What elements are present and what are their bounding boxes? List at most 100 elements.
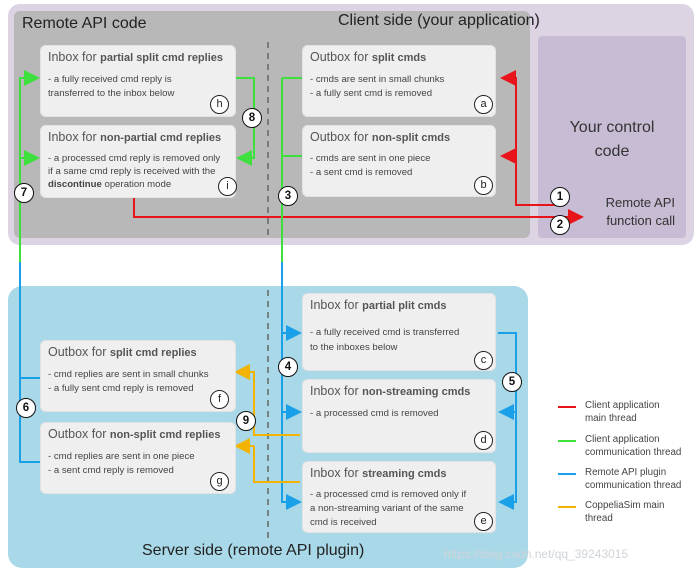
bullet-1: - cmd replies are sent in small chunks — [48, 369, 209, 380]
bullet-1: - cmd replies are sent in one piece — [48, 451, 195, 462]
blue-line-to-inbox-e — [281, 262, 302, 510]
box-title: Outbox for split cmd replies — [48, 345, 197, 359]
box-title-bold: split cmd replies — [109, 347, 197, 359]
bullet-3: discontinue operation mode — [48, 178, 171, 191]
step-3-marker: 3 — [278, 186, 298, 206]
step-6-marker: 6 — [16, 398, 36, 418]
bullet-1: - a processed cmd is removed only if — [310, 489, 467, 500]
server-side-title: Server side (remote API plugin) — [142, 542, 365, 559]
outbox-non-split-cmds: Outbox for non-split cmds - cmds are sen… — [302, 125, 496, 197]
call-line2: function call — [606, 213, 675, 228]
box-title-bold: partial split cmd replies — [100, 52, 223, 64]
red-line-to-outbox-a — [500, 70, 560, 206]
tag-b: b — [474, 176, 493, 195]
step-1-marker: 1 — [550, 187, 570, 207]
bullet-1: - a processed cmd is removed — [310, 408, 439, 419]
bullet-3-bold: discontinue — [48, 179, 102, 190]
tag-e: e — [474, 512, 493, 531]
bullet-2: a non-streaming variant of the same — [310, 503, 464, 514]
outbox-split-cmd-replies: Outbox for split cmd replies - cmd repli… — [40, 340, 236, 412]
box-title: Outbox for non-split cmds — [310, 130, 450, 144]
control-code-title-line1: Your control — [569, 119, 655, 136]
box-title-prefix: Outbox for — [48, 427, 110, 441]
box-title: Inbox for partial plit cmds — [310, 298, 446, 312]
box-title-bold: streaming cmds — [362, 468, 447, 480]
step-2-marker: 2 — [550, 215, 570, 235]
remote-api-function-call-label: Remote API function call — [575, 194, 675, 230]
step-8-marker: 8 — [242, 108, 262, 128]
bullet-1: - a fully received cmd is transferred — [310, 327, 460, 338]
step-7-marker: 7 — [14, 183, 34, 203]
legend-swatch-red — [558, 406, 576, 408]
box-title: Inbox for non-streaming cmds — [310, 384, 470, 398]
box-title: Outbox for non-split cmd replies — [48, 427, 220, 441]
blue-line-outboxes-left — [19, 377, 40, 463]
legend-line2: thread — [585, 513, 613, 524]
box-title-bold: non-streaming cmds — [362, 386, 471, 398]
blue-line-c-to-e — [498, 332, 517, 510]
control-code-title-line2: code — [594, 143, 630, 160]
box-title-bold: non-partial cmd replies — [100, 132, 222, 144]
box-title-prefix: Outbox for — [48, 345, 110, 359]
yellow-line-to-outbox-f — [234, 364, 300, 436]
bullet-1: - cmds are sent in small chunks — [310, 74, 445, 85]
legend-line2: communication thread — [585, 480, 682, 491]
watermark: https://blog.csdn.net/qq_39243015 — [444, 547, 629, 561]
bullet-2: - a sent cmd is removed — [310, 167, 413, 178]
tag-d: d — [474, 431, 493, 450]
box-title: Outbox for split cmds — [310, 50, 426, 64]
inbox-partial-split-cmds: Inbox for partial plit cmds - a fully re… — [302, 293, 496, 371]
tag-g: g — [210, 472, 229, 491]
tag-c: c — [474, 351, 493, 370]
bullet-2: transferred to the inbox below — [48, 88, 175, 99]
inbox-streaming-cmds: Inbox for streaming cmds - a processed c… — [302, 461, 496, 533]
legend-line1: CoppeliaSim main — [585, 500, 665, 511]
legend-item-green: Client application communication thread — [585, 433, 681, 459]
legend-swatch-green — [558, 440, 576, 442]
call-line1: Remote API — [605, 195, 675, 210]
outbox-split-cmds: Outbox for split cmds - cmds are sent in… — [302, 45, 496, 117]
box-title-bold: partial plit cmds — [362, 300, 447, 312]
client-side-title: Client side (your application) — [338, 12, 540, 29]
inbox-non-streaming-cmds: Inbox for non-streaming cmds - a process… — [302, 379, 496, 453]
bullet-2: - a fully sent cmd is removed — [310, 88, 433, 99]
control-code-title: Your control code — [538, 116, 686, 164]
box-title-bold: non-split cmds — [371, 132, 451, 144]
box-title: Inbox for non-partial cmd replies — [48, 130, 221, 144]
legend-line1: Remote API plugin — [585, 467, 667, 478]
legend-line2: communication thread — [585, 447, 682, 458]
bullet-1: - a processed cmd reply is removed only — [48, 153, 221, 164]
red-line-inbox-to-call — [133, 198, 584, 225]
box-title-bold: split cmds — [371, 52, 427, 64]
bullet-2: - a sent cmd reply is removed — [48, 465, 174, 476]
tag-a: a — [474, 95, 493, 114]
box-title-prefix: Inbox for — [48, 50, 101, 64]
legend-swatch-blue — [558, 473, 576, 475]
box-title-prefix: Inbox for — [310, 466, 363, 480]
tag-i: i — [218, 177, 237, 196]
green-line-to-inbox-h — [19, 70, 40, 265]
legend-item-blue: Remote API plugin communication thread — [585, 466, 681, 492]
box-title: Inbox for streaming cmds — [310, 466, 447, 480]
bullet-1: - a fully received cmd reply is — [48, 74, 172, 85]
step-9-marker: 9 — [236, 411, 256, 431]
step-5-marker: 5 — [502, 372, 522, 392]
legend-line1: Client application — [585, 434, 660, 445]
step-4-marker: 4 — [278, 357, 298, 377]
legend-line1: Client application — [585, 400, 660, 411]
box-title-prefix: Inbox for — [48, 130, 101, 144]
box-title-prefix: Inbox for — [310, 384, 363, 398]
legend-swatch-yellow — [558, 506, 576, 508]
remote-api-code-title: Remote API code — [22, 15, 147, 32]
inbox-partial-split-replies: Inbox for partial split cmd replies - a … — [40, 45, 236, 117]
bullet-3: cmd is received — [310, 517, 377, 528]
outbox-non-split-cmd-replies: Outbox for non-split cmd replies - cmd r… — [40, 422, 236, 494]
box-title-prefix: Outbox for — [310, 130, 372, 144]
box-title: Inbox for partial split cmd replies — [48, 50, 223, 64]
yellow-line-from-inbox-e — [253, 446, 300, 483]
inbox-non-partial-replies: Inbox for non-partial cmd replies - a pr… — [40, 125, 237, 198]
box-title-prefix: Outbox for — [310, 50, 372, 64]
box-title-prefix: Inbox for — [310, 298, 363, 312]
legend-item-yellow: CoppeliaSim main thread — [585, 499, 665, 525]
